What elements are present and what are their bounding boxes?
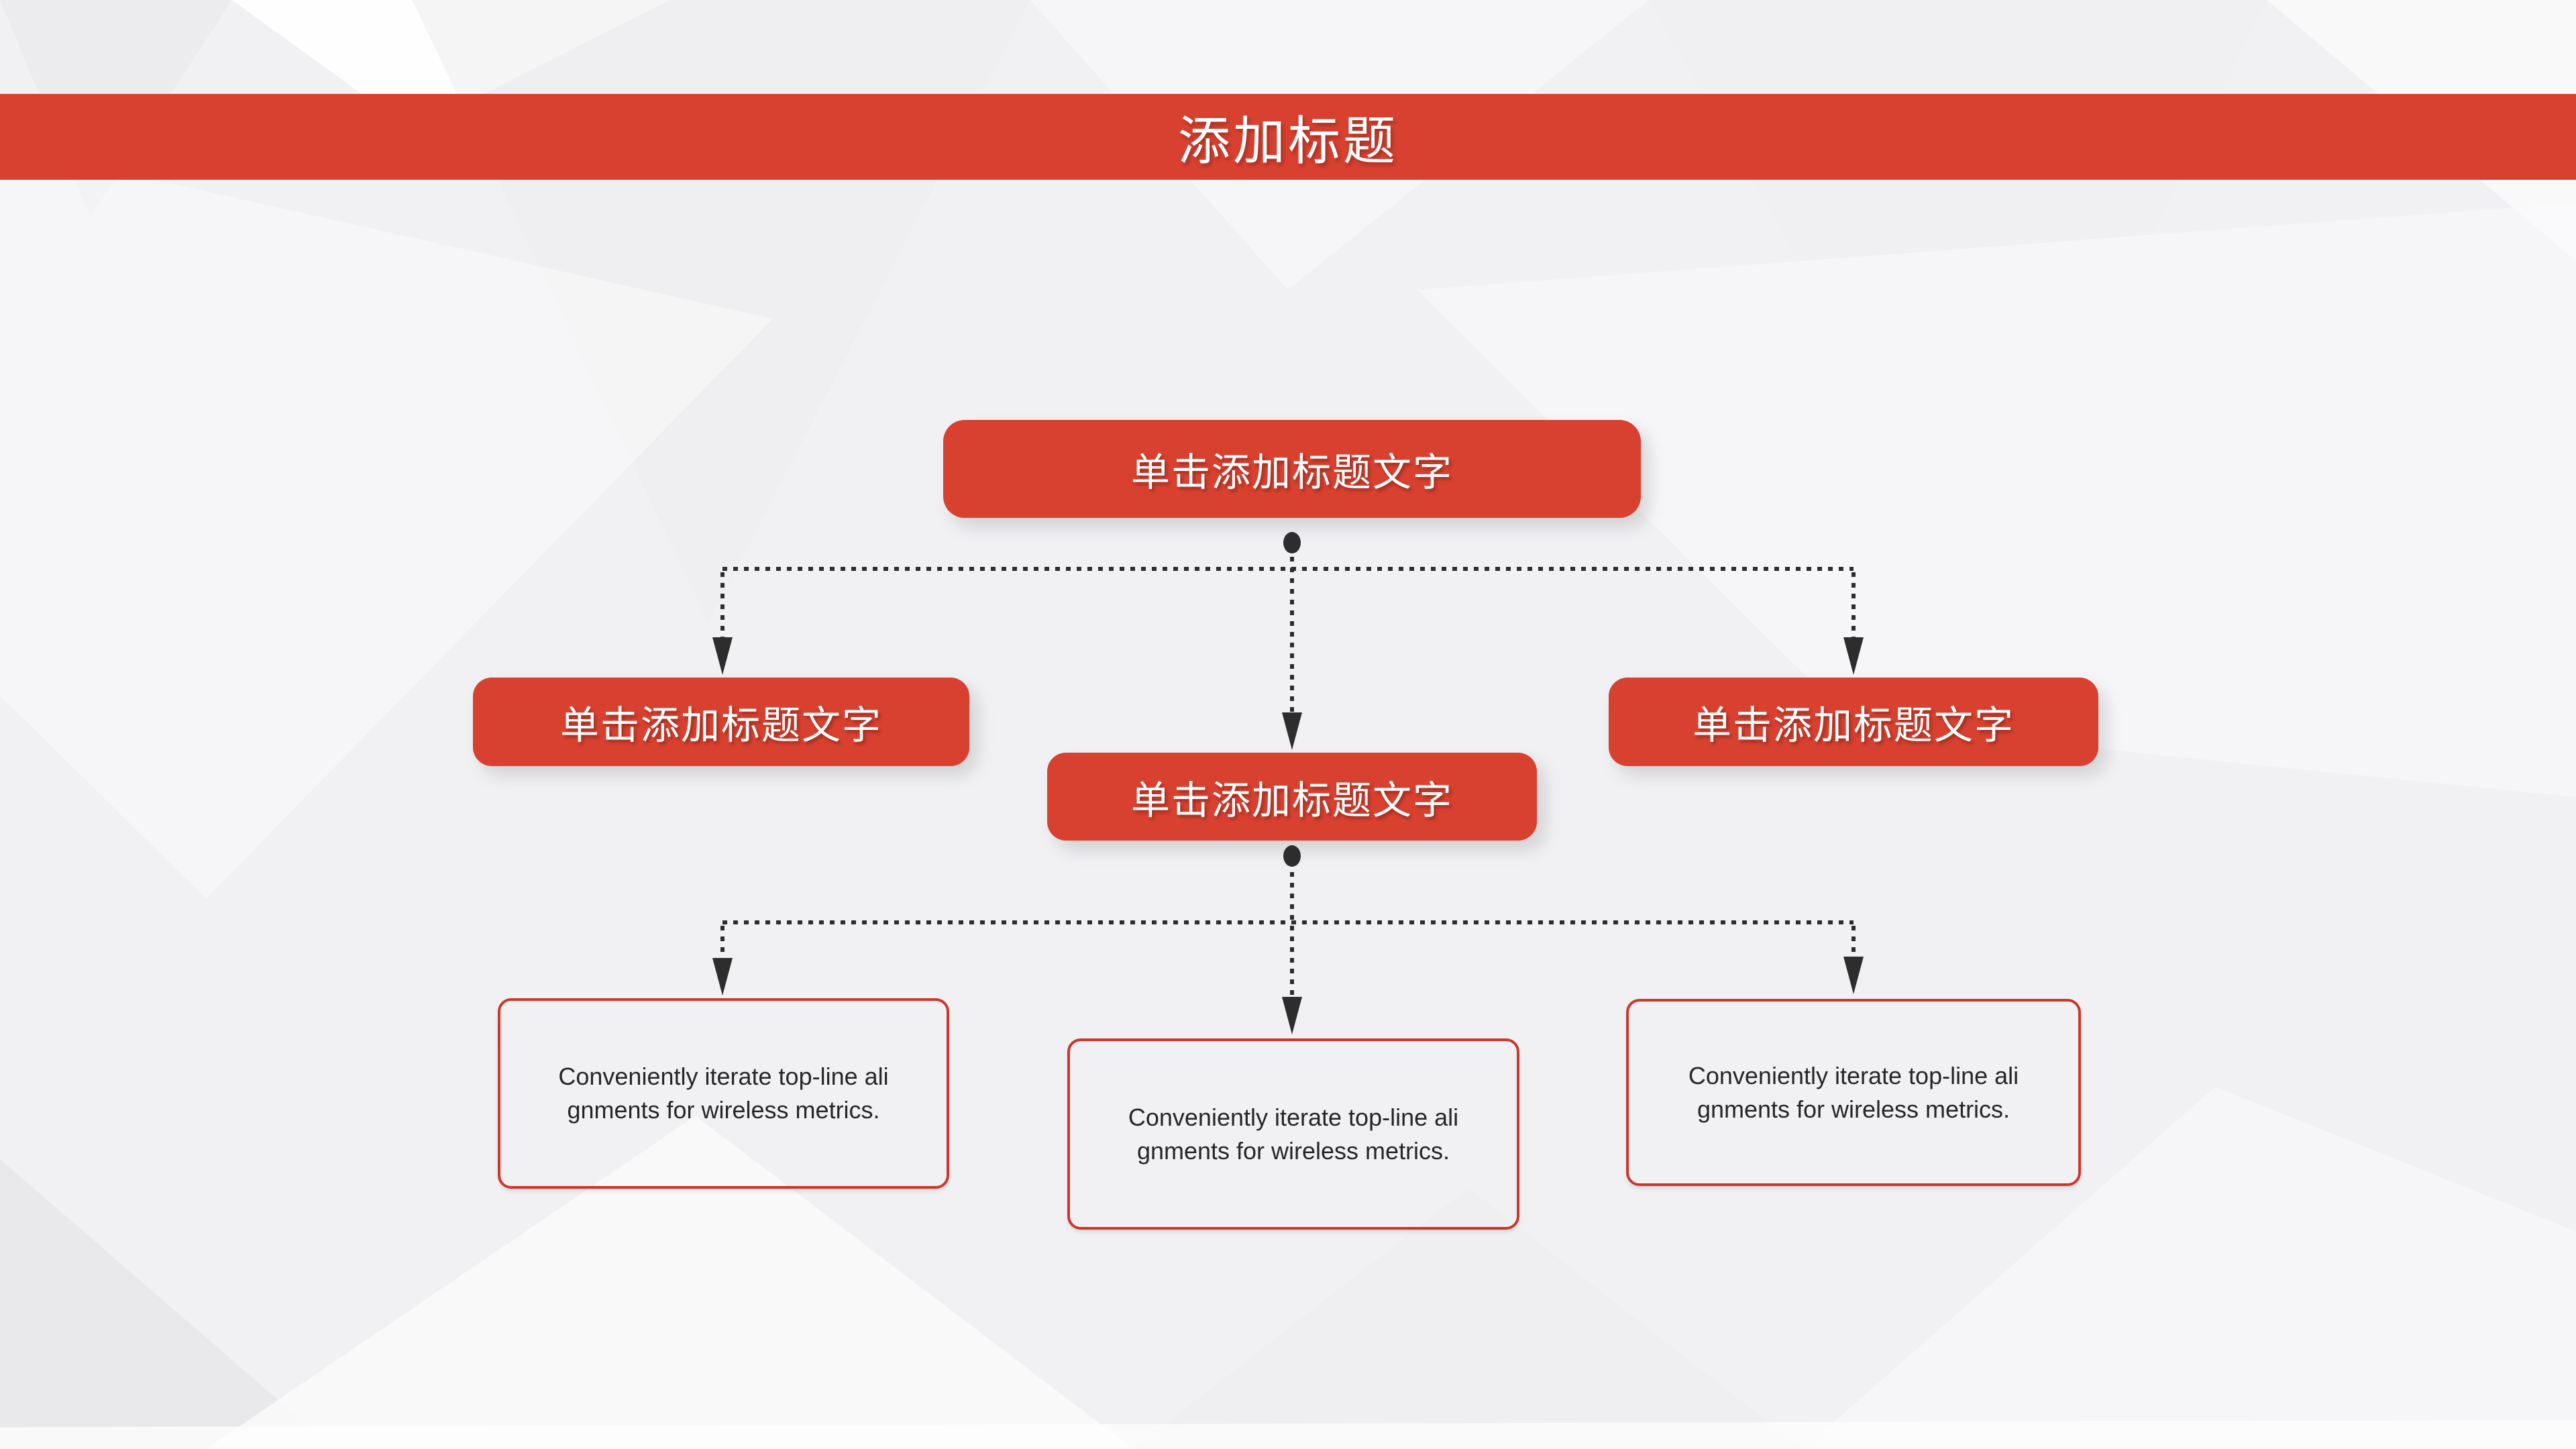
arrowhead-down (1843, 957, 1864, 994)
connector-line (720, 926, 724, 958)
arrowhead-down (1282, 712, 1302, 750)
connector-line (1290, 872, 1294, 996)
node-right-label: 单击添加标题文字 (1692, 704, 2015, 747)
node-root-label: 单击添加标题文字 (1130, 451, 1453, 494)
connector-line (1290, 557, 1294, 712)
connector-line (722, 920, 1854, 924)
node-center[interactable]: 单击添加标题文字 (1047, 753, 1537, 841)
note-center-line2: gnments for wireless metrics. (1136, 1136, 1450, 1165)
arrowhead-down (712, 958, 733, 996)
connector-line (1851, 572, 1856, 637)
node-left[interactable]: 单击添加标题文字 (473, 678, 969, 766)
note-left[interactable]: Conveniently iterate top-line ali gnment… (498, 998, 949, 1189)
connector-origin-dot (1283, 845, 1301, 867)
note-right-line1: Conveniently iterate top-line ali (1688, 1061, 2019, 1089)
connector-origin-dot (1283, 532, 1301, 553)
arrowhead-down (712, 637, 733, 675)
node-center-label: 单击添加标题文字 (1130, 778, 1453, 822)
note-left-line2: gnments for wireless metrics. (567, 1096, 880, 1124)
arrowhead-down (1282, 997, 1302, 1034)
arrowhead-down (1843, 637, 1864, 675)
note-center[interactable]: Conveniently iterate top-line ali gnment… (1067, 1038, 1519, 1230)
node-right[interactable]: 单击添加标题文字 (1609, 678, 2098, 766)
node-left-label: 单击添加标题文字 (559, 704, 882, 747)
note-right[interactable]: Conveniently iterate top-line ali gnment… (1626, 999, 2081, 1186)
node-root[interactable]: 单击添加标题文字 (943, 420, 1641, 518)
title-banner: 添加标题 (0, 94, 2576, 180)
connector-line (722, 567, 1854, 571)
note-center-line1: Conveniently iterate top-line ali (1128, 1103, 1459, 1131)
connector-line (720, 572, 724, 637)
note-left-line1: Conveniently iterate top-line ali (558, 1063, 889, 1090)
note-right-line2: gnments for wireless metrics. (1697, 1095, 2010, 1123)
slide-title[interactable]: 添加标题 (1177, 111, 1398, 170)
connector-line (1851, 926, 1856, 957)
